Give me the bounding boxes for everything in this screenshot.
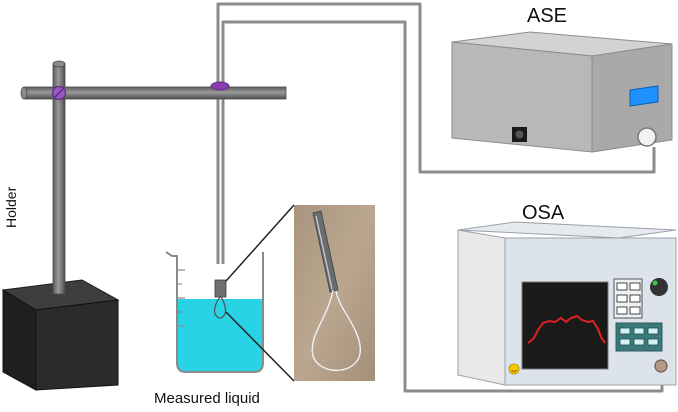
rotary-knob-icon bbox=[650, 278, 668, 296]
holder-rod-top bbox=[52, 60, 66, 68]
osa-panel-buttons bbox=[619, 327, 659, 346]
sensor-photo-background bbox=[294, 205, 375, 381]
measured-liquid-label: Measured liquid bbox=[154, 390, 260, 407]
fiber-loop-sensor bbox=[213, 296, 227, 319]
holder-label: Holder bbox=[3, 186, 19, 228]
spectrum-trace bbox=[527, 314, 606, 344]
fiber-to-ase bbox=[216, 2, 656, 264]
liquid bbox=[177, 299, 263, 372]
osa-left-face bbox=[457, 229, 506, 386]
osa-top-face bbox=[457, 221, 677, 239]
holder-base-front bbox=[35, 299, 119, 391]
sensor-photo bbox=[294, 205, 375, 381]
holder-stand bbox=[1, 60, 287, 391]
zoom-callout-lines bbox=[225, 204, 295, 382]
osa-button-panel bbox=[615, 322, 663, 352]
osa-fiber-port bbox=[654, 359, 668, 373]
beaker bbox=[165, 251, 264, 373]
osa-label: OSA bbox=[522, 202, 565, 224]
holder-rod-end bbox=[20, 86, 28, 100]
fiber-cables bbox=[216, 2, 664, 393]
power-switch-icon bbox=[512, 127, 527, 142]
photo-tube-highlight bbox=[315, 215, 333, 290]
photo-fiber-loop bbox=[311, 289, 362, 371]
osa-screen bbox=[521, 281, 609, 370]
fiber-clamp bbox=[210, 81, 230, 91]
ase-device bbox=[451, 31, 673, 153]
ase-display bbox=[629, 85, 659, 107]
smiley-indicator-icon bbox=[508, 363, 520, 375]
osa-device bbox=[457, 221, 677, 386]
ase-label: ASE bbox=[527, 5, 568, 27]
osa-keys bbox=[616, 282, 641, 315]
holder-clamp-joint bbox=[51, 85, 67, 101]
fiber-to-osa bbox=[221, 20, 664, 393]
beaker-glass bbox=[165, 251, 264, 373]
beaker-graduations bbox=[177, 269, 185, 327]
ase-fiber-port bbox=[637, 127, 657, 147]
fiber-probe-head bbox=[214, 279, 227, 298]
